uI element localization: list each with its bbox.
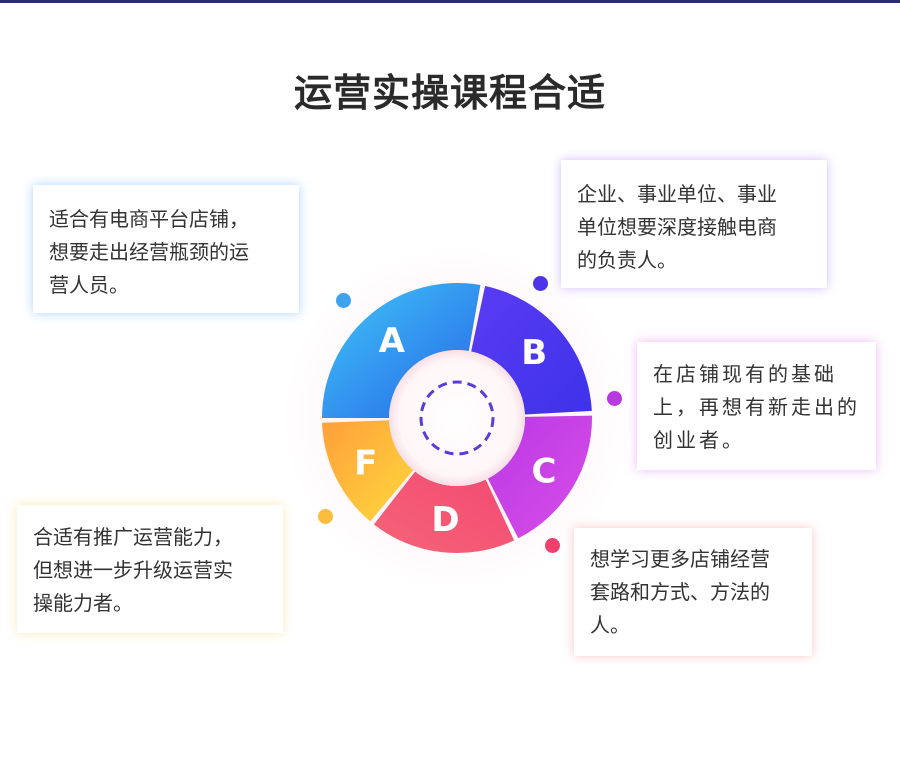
dot-a	[336, 293, 351, 308]
segment-c	[487, 415, 592, 539]
page-title: 运营实操课程合适	[293, 71, 606, 115]
card-c-line2: 上，再想有新走出的	[653, 395, 860, 419]
dot-f	[318, 509, 333, 524]
segment-label-d: D	[431, 500, 459, 540]
card-a-line3: 营人员。	[49, 273, 129, 297]
card-f-line2: 但想进一步升级运营实	[33, 558, 233, 582]
dot-c	[607, 391, 622, 406]
segment-f	[322, 420, 414, 522]
card-c-line1: 在店铺现有的基础	[653, 362, 837, 386]
card-d-line3: 人。	[590, 613, 630, 637]
card-b-line2: 单位想要深度接触电商	[577, 215, 777, 239]
segment-ring: A B C D F	[322, 283, 592, 553]
card-b-line1: 企业、事业单位、事业	[577, 182, 777, 206]
card-c: 在店铺现有的基础 上，再想有新走出的 创业者。	[637, 342, 876, 470]
segment-label-a: A	[379, 321, 406, 361]
ring-center	[389, 350, 525, 486]
card-b: 企业、事业单位、事业 单位想要深度接触电商 的负责人。	[561, 160, 827, 288]
segment-label-c: C	[532, 451, 557, 491]
segment-a	[322, 283, 481, 418]
card-d-line1: 想学习更多店铺经营	[590, 547, 770, 571]
center-dashed-circle	[419, 380, 495, 456]
card-b-line3: 的负责人。	[577, 248, 677, 272]
segment-label-b: B	[521, 333, 547, 373]
card-f-line3: 操能力者。	[33, 591, 133, 615]
card-f: 合适有推广运营能力， 但想进一步升级运营实 操能力者。	[17, 505, 283, 633]
segment-d	[373, 471, 515, 553]
dot-b	[533, 276, 548, 291]
segment-label-f: F	[354, 443, 377, 483]
card-a-line2: 想要走出经营瓶颈的运	[49, 240, 249, 264]
card-f-line1: 合适有推广运营能力，	[33, 525, 233, 549]
card-c-line3: 创业者。	[653, 428, 745, 452]
segment-b	[471, 285, 592, 415]
card-a: 适合有电商平台店铺， 想要走出经营瓶颈的运 营人员。	[33, 185, 299, 313]
top-accent-bar	[0, 0, 900, 3]
dot-d	[545, 538, 560, 553]
card-d: 想学习更多店铺经营 套路和方式、方法的 人。	[574, 528, 812, 656]
card-d-line2: 套路和方式、方法的	[590, 580, 770, 604]
card-a-line1: 适合有电商平台店铺，	[49, 207, 249, 231]
